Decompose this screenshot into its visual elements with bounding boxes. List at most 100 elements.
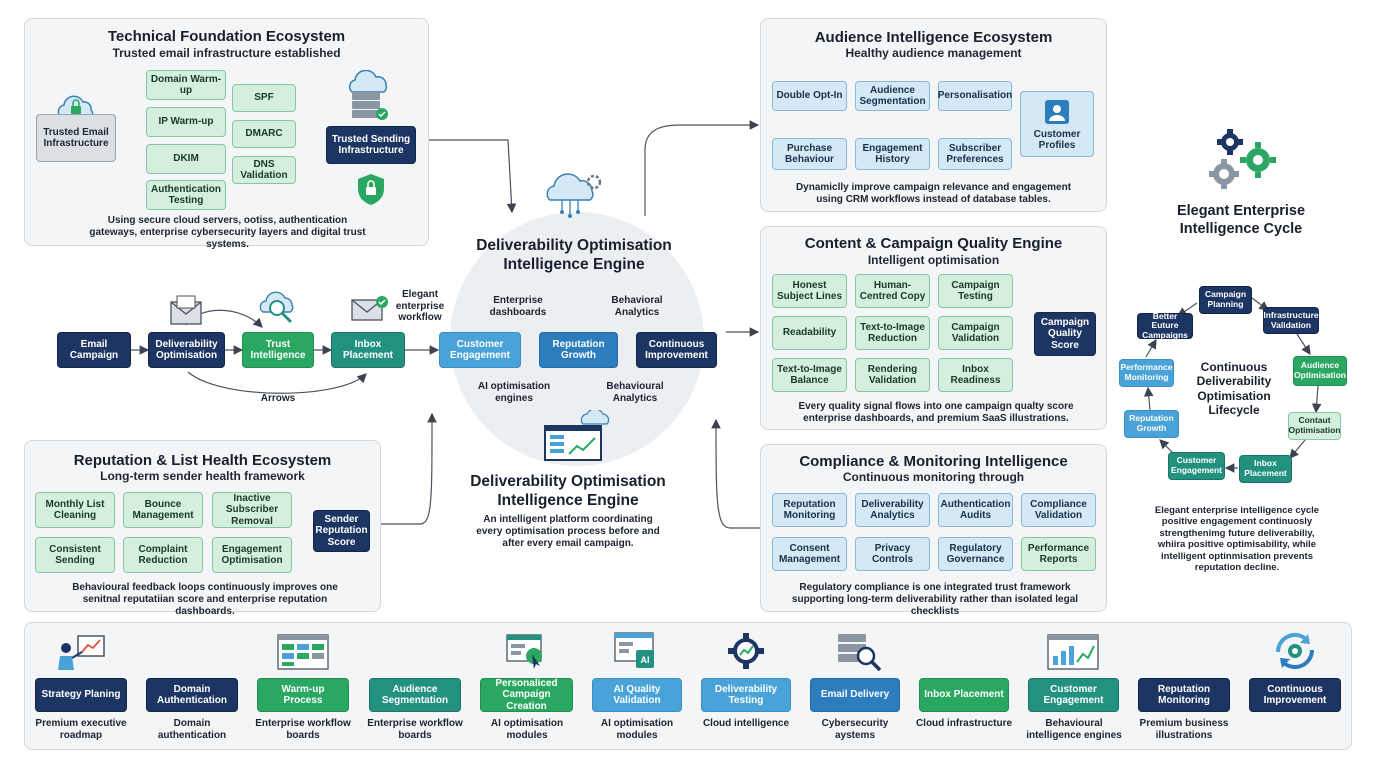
shield-lock-icon [358,174,384,205]
technical-description: Using secure cloud servers, ootiss, auth… [89,215,366,250]
trusted-sending-infrastructure-box: Trusted Sending Infrastructure [326,126,416,164]
cycle-audience-optimisation: Audience Optimisation [1293,356,1347,386]
double-opt-in-box: Double Opt-In [772,81,847,111]
customer-engagement-node: Customer Engagement [439,332,521,368]
cycle-performance-monitoring: Performance Monitoring [1119,359,1174,387]
audience-panel: Audience Intelligence Ecosystem Healthy … [760,18,1107,212]
technical-title: Technical Foundation Ecosystem [107,28,346,45]
pipeline-caption-email-delivery: Cybersecurity aystems [821,718,889,741]
trust-intelligence-node: Trust Intelligence [242,332,314,368]
authentication-audits-box: Authentication Audits [938,493,1013,527]
user-profile-icon [1045,99,1069,124]
privacy-controls-box: Privacy Controls [855,537,930,571]
server-search-icon [838,634,882,672]
text-to-image-reduction-box: Text-to-Image Reduction [855,316,930,350]
pipeline-caption-ai-validation: AI optimisation modules [600,718,674,741]
sender-reputation-score-box: Sender Reputation Score [313,510,370,552]
behavioural-analytics-label: Behavioural Analytics [606,381,664,404]
pipeline-deliverability-testing: Deliverability Testing [701,678,791,712]
campaign-quality-score-box: Campaign Quality Score [1034,312,1096,356]
campaign-validation-box: Campaign Validation [938,316,1013,350]
monthly-list-cleaning-box: Monthly List Cleaning [35,492,115,528]
workflow-board-icon [277,634,329,670]
complaint-reduction-box: Complaint Reduction [123,537,203,573]
email-campaign-node: Email Campaign [57,332,131,368]
pipeline-inbox-placement: Inbox Placement [919,678,1009,712]
customer-profiles-box: Customer Profiles [1020,91,1094,157]
engagement-optimisation-box: Engagement Optimisation [212,537,292,573]
subscriber-preferences-box: Subscriber Preferences [938,138,1012,170]
content-title: Content & Campaign Quality Engine [804,235,1063,252]
cycle-customer-engagement: Customer Engagement [1168,452,1225,480]
inbox-readiness-box: Inbox Readiness [938,358,1013,392]
cloud-lock-icon [57,95,94,119]
cycle-center-label: Continuous Deliverability Optimisation L… [1196,360,1272,418]
envelope-check-icon [351,296,388,321]
arrows-label: Arrows [260,393,296,404]
engagement-history-box: Engagement History [855,138,930,170]
engine-title: Deliverability Optimisation Intelligence… [476,237,672,274]
readability-box: Readability [772,316,847,350]
compliance-title: Compliance & Monitoring Intelligence [799,453,1068,470]
deliverability-optimisation-node: Deliverability Optimisation [148,332,225,368]
cycle-campaign-planning: Campaign Planning [1199,286,1252,314]
reputation-subtitle: Long-term sender health framework [100,469,305,483]
inbox-placement-node: Inbox Placement [331,332,405,368]
module-cursor-icon [506,634,542,669]
audience-title: Audience Intelligence Ecosystem [814,29,1053,46]
presenter-icon [58,635,105,670]
reputation-description: Behavioural feedback loops continuously … [72,582,338,617]
campaign-testing-box: Campaign Testing [938,274,1013,308]
cloud-network-icon [546,173,602,218]
envelope-icon [170,295,202,325]
deliverability-analytics-box: Deliverability Analytics [855,493,930,527]
cycle-inbox-placement: Inbox Placement [1239,455,1292,483]
enterprise-dashboards-label: Enterprise dashboards [489,295,547,318]
pipeline-email-delivery: Email Delivery [810,678,900,712]
cycle-better-future-campaigns: Better Euture Campaigns [1137,311,1193,340]
pipeline-warmup-process: Warm-up Process [257,678,349,712]
dns-validation-box: DNS Validation [232,156,296,184]
refresh-gear-icon [1275,632,1315,670]
ai-chip-icon: AI [614,632,654,668]
pipeline-customer-engagement: Customer Engagement [1028,678,1119,712]
cycle-description: Elegant enterprise intelligence cycle po… [1154,505,1320,573]
pipeline-strategy-planning: Strategy Planing [35,678,127,712]
technical-subtitle: Trusted email infrastructure established [112,46,341,60]
spf-box: SPF [232,84,296,112]
customer-profiles-label: Customer Profiles [1033,128,1081,151]
pipeline-caption-reputation: Premium business illustrations [1139,718,1229,741]
cloud-server-icon [348,70,388,120]
personalisation-box: Personalisation [938,81,1012,111]
bounce-management-box: Bounce Management [123,492,203,528]
authentication-testing-box: Authentication Testing [146,180,226,210]
compliance-validation-box: Compliance Validation [1021,493,1096,527]
cloud-magnifier-icon [259,291,294,324]
human-centred-copy-box: Human-Centred Copy [855,274,930,308]
content-description: Every quality signal flows into one camp… [798,401,1074,424]
dkim-box: DKIM [146,144,226,174]
pipeline-domain-authentication: Domain Authentication [146,678,238,712]
pipeline-ai-quality-validation: AI Quality Validation [592,678,682,712]
compliance-subtitle: Continuous monitoring through [842,470,1025,484]
pipeline-continuous-improvement: Continuous Improvement [1249,678,1341,712]
cycle-title: Elegant Enterprise Intelligence Cycle [1176,203,1306,238]
analytics-dashboard-icon [1047,634,1099,670]
consent-management-box: Consent Management [772,537,847,571]
svg-text:AI: AI [641,655,650,665]
pipeline-caption-strategy: Premium executive roadmap [35,718,127,741]
cycle-infrastructure-validation: Infrastructure Validation [1263,307,1319,334]
pipeline-caption-testing: Cloud intelligence [702,718,790,729]
consistent-sending-box: Consistent Sending [35,537,115,573]
performance-reports-box: Performance Reports [1021,537,1096,571]
engine-description: An intelligent platform coordinating eve… [476,514,660,549]
pipeline-caption-warmup: Enterprise workflow boards [255,718,351,741]
dmarc-box: DMARC [232,120,296,148]
behavioral-analytics-label: Behavioral Analytics [611,295,663,318]
compliance-panel: Compliance & Monitoring Intelligence Con… [760,444,1107,617]
rendering-validation-box: Rendering Validation [855,358,930,392]
elegant-workflow-note: Elegant enterprise workflow [395,289,445,323]
cycle-content-optimisation: Contaut Optimisation [1288,412,1341,440]
engine-title-bottom: Deliverability Optimisation Intelligence… [470,473,666,510]
cycle-reputation-growth: Reputation Growth [1124,410,1179,438]
